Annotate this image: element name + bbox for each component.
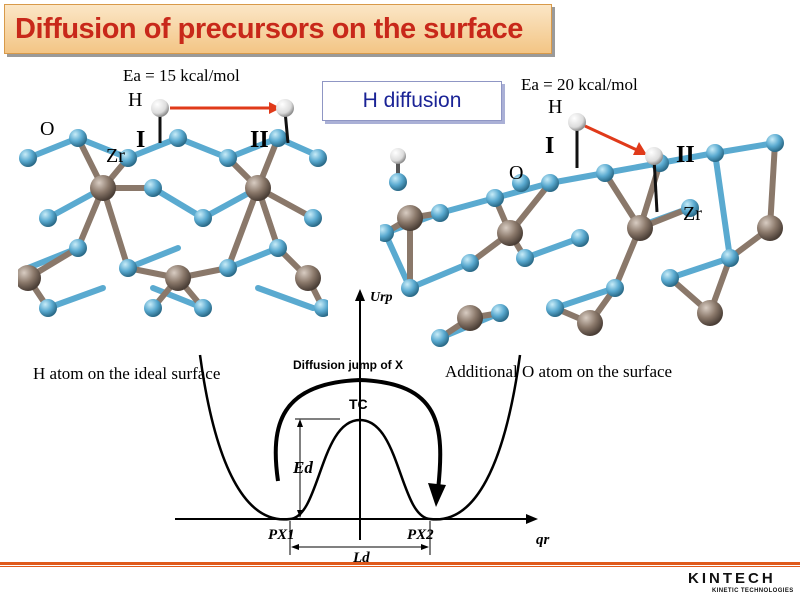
left-h-label: H <box>128 89 142 112</box>
right-caption: Additional O atom on the surface <box>445 362 672 382</box>
right-site-1: I <box>545 133 554 160</box>
y-axis-label: Urp <box>370 290 393 306</box>
right-zr-label: Zr <box>683 203 702 226</box>
left-site-1: I <box>136 127 145 154</box>
page-title: Diffusion of precursors on the surface <box>15 13 523 46</box>
tc-label: TC <box>349 396 368 412</box>
diffusion-jump-label: Diffusion jump of X <box>293 358 403 372</box>
footer-rule <box>0 562 800 565</box>
kintech-tagline: KINETIC TECHNOLOGIES <box>712 588 794 594</box>
left-caption: H atom on the ideal surface <box>33 364 220 384</box>
right-activation-energy: Ea = 20 kcal/mol <box>521 75 638 95</box>
x-axis-label: qr <box>536 532 549 549</box>
title-banner: Diffusion of precursors on the surface <box>4 4 552 54</box>
left-zr-label: Zr <box>106 145 125 168</box>
left-o-label: O <box>40 118 54 141</box>
energy-diagram <box>170 285 590 555</box>
right-site-2: II <box>676 142 695 169</box>
left-activation-energy: Ea = 15 kcal/mol <box>123 66 240 86</box>
right-h-label: H <box>548 96 562 119</box>
right-o-label: O <box>509 162 523 185</box>
kintech-logo: KINTECH <box>688 570 776 587</box>
barrier-height-label: Ed <box>293 458 313 478</box>
minimum-1-label: PX1 <box>268 527 295 544</box>
left-h-jump <box>145 95 325 155</box>
left-site-2: II <box>250 127 269 154</box>
minimum-2-label: PX2 <box>407 527 434 544</box>
footer-rule-thin <box>0 566 800 567</box>
right-h-jump <box>563 110 683 220</box>
